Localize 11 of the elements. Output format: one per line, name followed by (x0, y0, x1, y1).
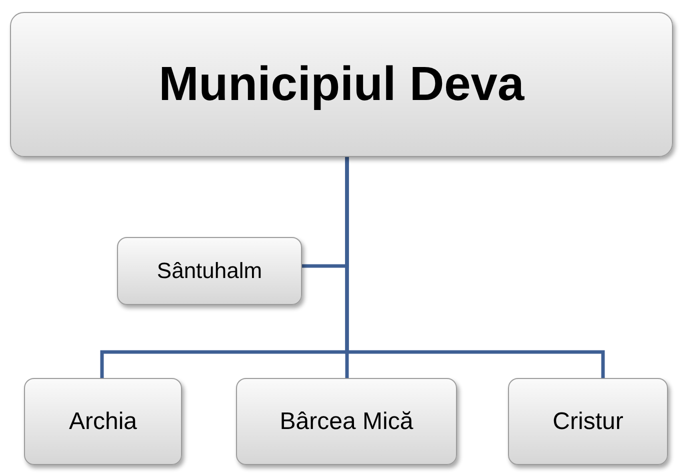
node-label: Municipiul Deva (158, 57, 524, 112)
node-label: Archia (68, 408, 138, 436)
process-box (236, 378, 457, 465)
node-label: Cristur (552, 408, 624, 436)
process-box (508, 378, 668, 465)
connector-line (345, 157, 605, 378)
process-box (117, 237, 302, 305)
process-box (24, 378, 182, 465)
node-label: Sântuhalm (156, 258, 262, 284)
title-box (10, 12, 673, 157)
node-label: Bârcea Mică (280, 408, 414, 436)
